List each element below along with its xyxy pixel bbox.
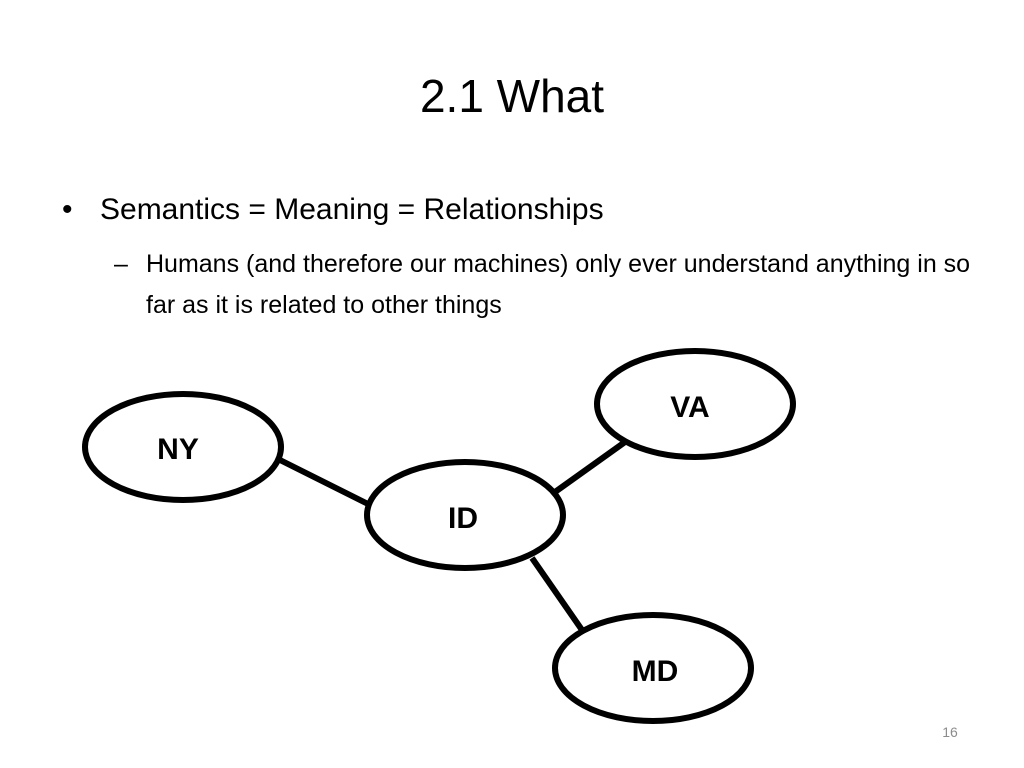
slide-title: 2.1 What — [419, 70, 605, 122]
node-label-md: MD — [632, 655, 679, 688]
node-ny — [82, 391, 284, 503]
bullet-marker: • — [62, 193, 73, 226]
bullet-level-2: – Humans (and therefore our machines) on… — [114, 244, 994, 326]
node-md — [552, 612, 754, 724]
page-number: 16 — [942, 724, 958, 740]
sub-bullet-text: Humans (and therefore our machines) only… — [146, 250, 971, 319]
bullet-text: Semantics = Meaning = Relationships — [100, 193, 604, 226]
edge-id-md — [529, 556, 585, 632]
node-va — [594, 348, 796, 460]
node-label-va: VA — [670, 391, 709, 424]
sub-bullet-marker: – — [114, 250, 128, 278]
node-label-id: ID — [448, 502, 478, 535]
edge-id-va — [553, 439, 627, 495]
bullet-level-1: • Semantics = Meaning = Relationships — [62, 188, 604, 232]
node-id — [364, 459, 566, 571]
edge-ny-id — [278, 457, 372, 508]
node-label-ny: NY — [157, 433, 199, 466]
